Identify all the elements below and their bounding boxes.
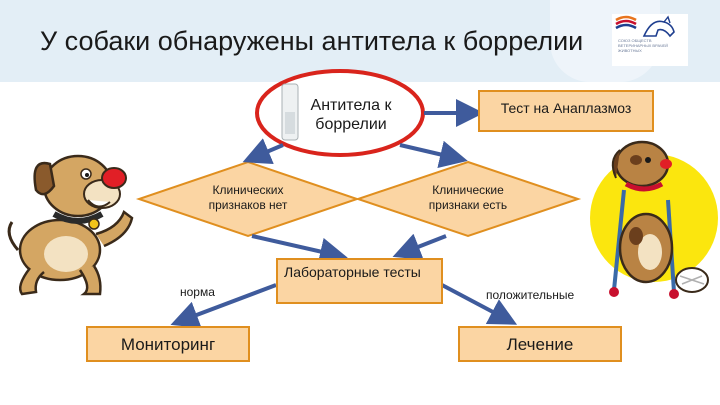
signs-present-label: Клинические признаки есть xyxy=(428,183,508,212)
logo-text: СОЮЗ ОБЩЕСТВ ВЕТЕРИНАРНЫХ ВРАЧЕЙ ЖИВОТНЫ… xyxy=(618,38,669,53)
slide-title: У собаки обнаружены антитела к боррелии xyxy=(40,26,584,56)
arrow-to-signs-present xyxy=(399,140,468,169)
arrow-to-no-signs xyxy=(242,138,284,165)
no-signs-diamond xyxy=(135,160,361,238)
signs-present-diamond xyxy=(354,160,582,238)
running-dog-icon xyxy=(7,154,134,296)
normal-label: норма xyxy=(180,285,215,299)
anaplasma-test-box: Тест на Анаплазмоз xyxy=(478,90,654,132)
monitoring-box: Мониторинг xyxy=(86,326,250,362)
lab-tests-box: Лабораторные тесты xyxy=(276,258,443,304)
logo: СОЮЗ ОБЩЕСТВ ВЕТЕРИНАРНЫХ ВРАЧЕЙ ЖИВОТНЫ… xyxy=(612,14,688,66)
arrow-signs-to-lab xyxy=(392,233,447,260)
antibodies-label: Антитела к боррелии xyxy=(310,97,392,133)
no-signs-label: Клинических признаков нет xyxy=(208,183,288,212)
injured-dog-icon xyxy=(590,140,718,299)
treatment-box: Лечение xyxy=(458,326,622,362)
positive-label: положительные xyxy=(486,288,575,302)
arrow-to-monitoring xyxy=(170,283,277,329)
arrow-no-signs-to-lab xyxy=(251,234,348,266)
test-tube-icon xyxy=(281,83,299,141)
logo-emblem-icon xyxy=(615,15,675,38)
arrow-to-treatment xyxy=(441,283,518,325)
